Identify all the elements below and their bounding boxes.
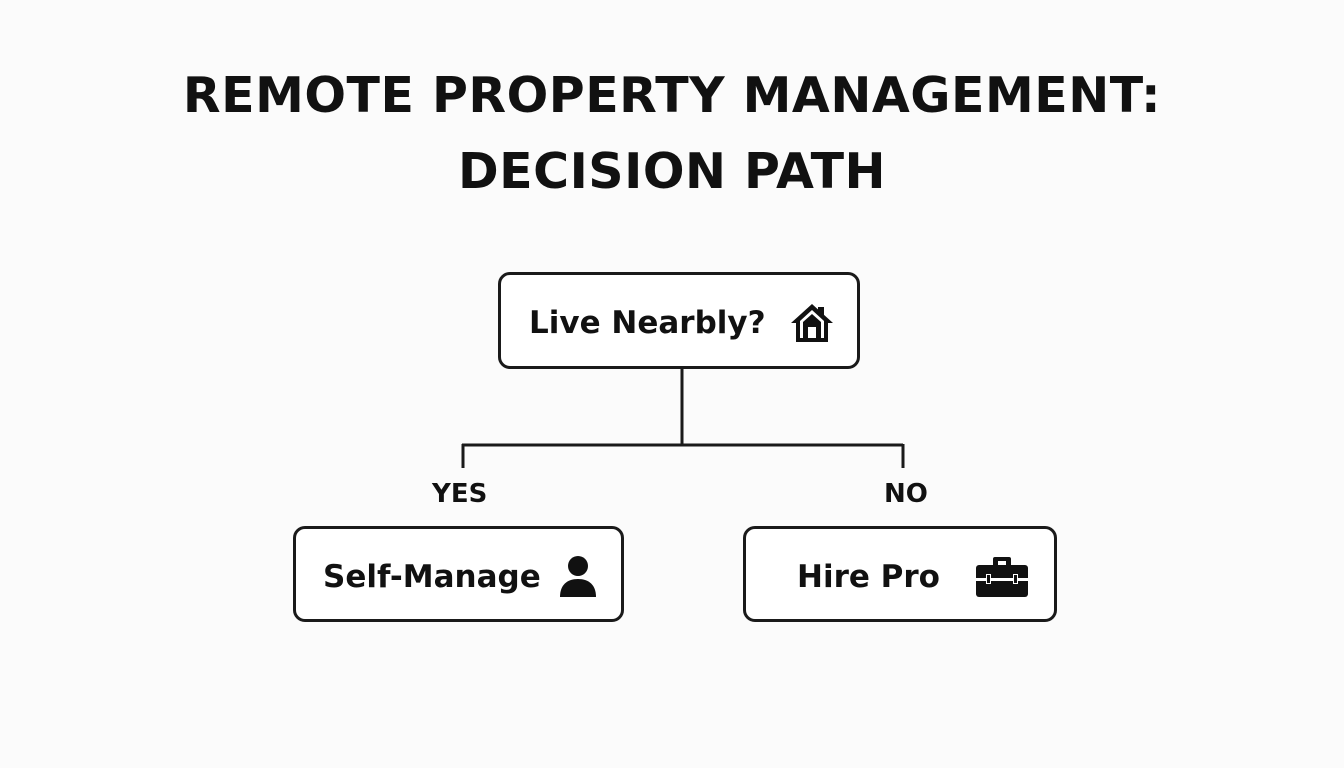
title-line-1: REMOTE PROPERTY MANAGEMENT: xyxy=(182,67,1162,124)
hire-pro-label: Hire Pro xyxy=(797,559,940,595)
no-edge-label: NO xyxy=(884,479,928,509)
root-node-label: Live Nearbly? xyxy=(529,305,766,341)
title-line-2: DECISION PATH xyxy=(457,143,887,200)
house-icon xyxy=(789,301,835,353)
self-manage-label: Self-Manage xyxy=(323,559,541,595)
self-manage-node: Self-Manage xyxy=(293,526,624,622)
root-decision-node: Live Nearbly? xyxy=(498,272,860,369)
diagram-title: REMOTE PROPERTY MANAGEMENT: DECISION PAT… xyxy=(0,58,1344,210)
yes-edge-label: YES xyxy=(432,479,488,509)
briefcase-icon xyxy=(974,555,1030,607)
person-icon xyxy=(558,553,598,607)
hire-pro-node: Hire Pro xyxy=(743,526,1057,622)
